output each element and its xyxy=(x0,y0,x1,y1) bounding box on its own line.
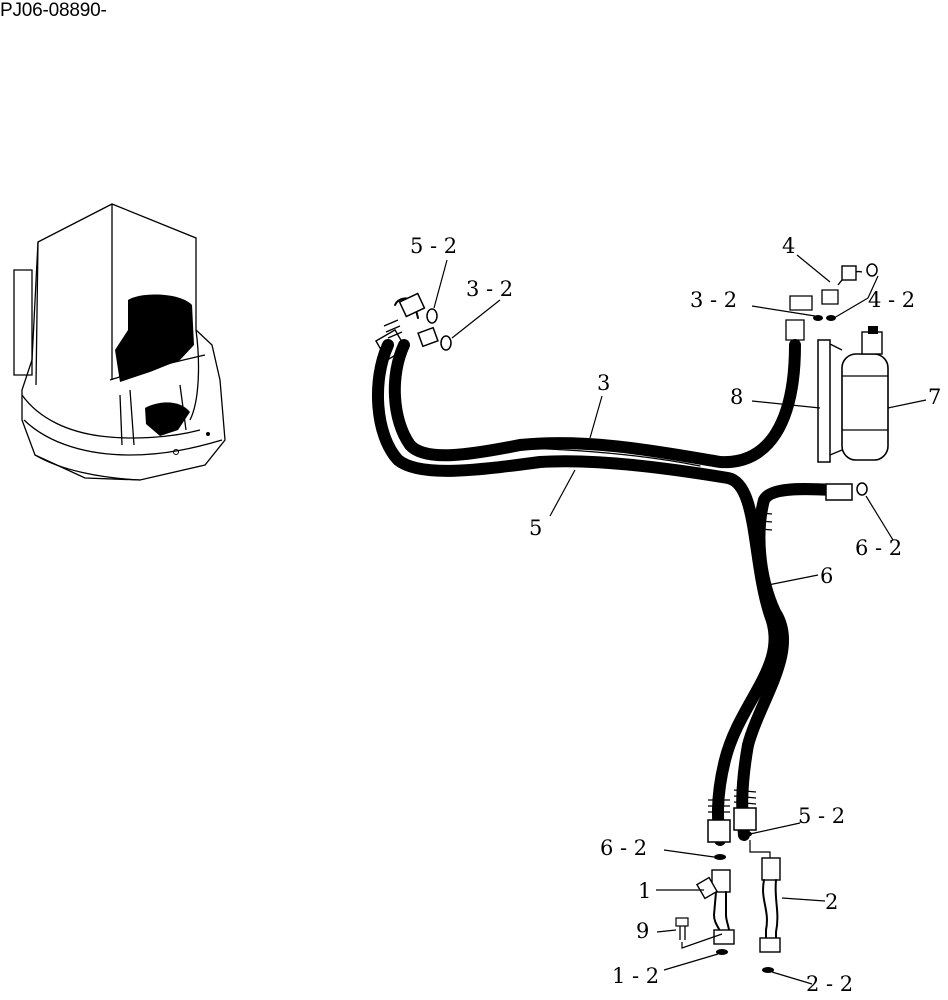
callout-3-2-right: 3 - 2 xyxy=(690,288,737,312)
machine-overview-illustration xyxy=(13,203,226,481)
callout-4: 4 xyxy=(782,234,795,258)
bolt-9 xyxy=(675,917,689,940)
hose-5 xyxy=(371,339,781,846)
fitting-1 xyxy=(695,869,735,945)
hose-6 xyxy=(736,483,838,841)
callout-5: 5 xyxy=(529,516,542,540)
callout-5-2-top: 5 - 2 xyxy=(410,234,457,258)
o-rings xyxy=(426,263,878,973)
callout-1-2: 1 - 2 xyxy=(612,964,659,988)
callout-1: 1 xyxy=(638,879,651,903)
callout-7: 7 xyxy=(928,385,941,409)
callout-8: 8 xyxy=(730,385,743,409)
callout-6: 6 xyxy=(820,564,833,588)
callout-9: 9 xyxy=(636,919,649,943)
callout-3-2-top: 3 - 2 xyxy=(466,277,513,301)
callout-3: 3 xyxy=(597,371,610,395)
bracket-8 xyxy=(817,339,843,463)
callout-4-2: 4 - 2 xyxy=(868,288,915,312)
leader-lines xyxy=(433,254,927,985)
hose-3 xyxy=(388,339,801,469)
receiver-drier-7 xyxy=(841,326,889,461)
callout-2-2: 2 - 2 xyxy=(806,972,853,996)
callout-5-2-bottom: 5 - 2 xyxy=(798,804,845,828)
callout-6-2-right: 6 - 2 xyxy=(855,536,902,560)
document-id: PJ06-08890- xyxy=(0,0,107,21)
hose-fittings xyxy=(375,265,863,843)
callout-6-2-bottom: 6 - 2 xyxy=(600,836,647,860)
fitting-2 xyxy=(759,857,781,953)
callout-labels: 5 - 2 3 - 2 4 3 - 2 4 - 2 3 8 7 5 6 - 2 … xyxy=(410,234,941,996)
callout-2: 2 xyxy=(825,890,838,914)
